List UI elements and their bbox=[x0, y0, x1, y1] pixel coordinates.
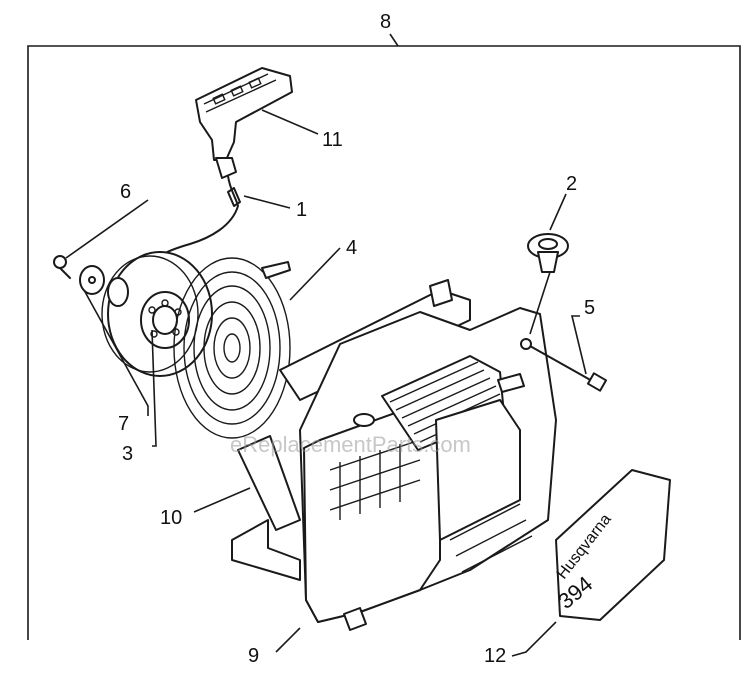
callout-12: 12 bbox=[484, 645, 506, 667]
grommet bbox=[527, 233, 569, 273]
callout-5: 5 bbox=[584, 297, 595, 319]
starter-rope bbox=[159, 175, 241, 257]
callout-6: 6 bbox=[120, 181, 131, 203]
callout-2: 2 bbox=[566, 173, 577, 195]
washer-7 bbox=[79, 265, 105, 295]
decal-plate: Husqvarna 394 bbox=[553, 469, 671, 621]
assembly-bracket bbox=[27, 33, 741, 640]
callout-8: 8 bbox=[380, 11, 391, 33]
callout-7: 7 bbox=[118, 413, 129, 435]
recoil-spring bbox=[173, 257, 291, 439]
starter-handle bbox=[195, 67, 293, 179]
rope-pulley bbox=[101, 251, 213, 377]
starter-cover bbox=[299, 307, 557, 631]
callout-10: 10 bbox=[160, 507, 182, 529]
callout-3: 3 bbox=[122, 443, 133, 465]
watermark: eReplacementParts.com bbox=[230, 432, 471, 457]
callouts: 8 11 6 1 2 4 5 7 3 10 9 12 bbox=[118, 11, 595, 667]
callout-4: 4 bbox=[346, 237, 357, 259]
screw-6 bbox=[53, 255, 71, 279]
callout-11: 11 bbox=[322, 129, 343, 151]
leader-lines bbox=[65, 109, 587, 657]
callout-1: 1 bbox=[296, 199, 307, 221]
callout-9: 9 bbox=[248, 645, 259, 667]
screw-5 bbox=[520, 338, 608, 392]
